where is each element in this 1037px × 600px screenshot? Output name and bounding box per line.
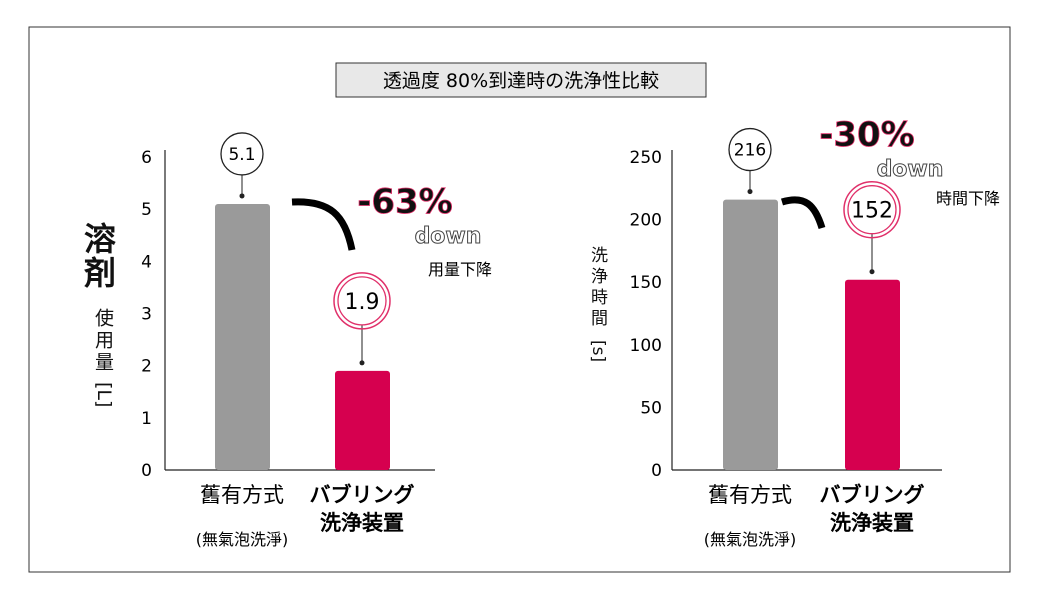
down-arrow [291,198,356,251]
bar-new [335,370,390,470]
value-label: 216 [734,141,766,161]
leader-dot [359,360,365,366]
percent-change: -63% [357,182,453,222]
change-description: 時間下降 [936,189,1000,208]
value-circle [728,127,772,172]
y-tick-label: 4 [141,252,152,272]
y-axis-unit: [s] [588,340,608,363]
y-tick-label: 150 [630,273,662,293]
down-arrow [780,196,826,230]
y-axis-title: 洗浄時間 [587,246,607,330]
category-sublabel: (無氣泡洗淨) [704,530,797,549]
y-tick-label: 6 [141,148,152,168]
y-tick-label: 0 [651,461,662,481]
down-label: down [877,157,944,182]
y-tick-label: 200 [630,211,662,231]
bar-new [845,279,900,470]
value-circle [847,185,897,235]
y-tick-label: 2 [141,357,152,377]
title-box [335,62,707,98]
percent-change: -30% [819,115,915,155]
value-ring-outer [843,180,901,239]
category-sublabel: 洗浄装置 [830,511,914,535]
y-tick-label: 5 [141,200,152,220]
y-axis-title: 溶剤 [79,222,117,290]
category-sublabel: 洗浄装置 [320,511,404,535]
down-label: down [415,224,482,249]
category-label: バブリング [310,483,415,507]
change-description: 用量下降 [428,260,492,279]
category-label: バブリング [820,483,925,507]
y-axis-subtitle: 使用量 [92,308,114,374]
bar-old [215,203,270,470]
leader-dot [747,189,753,195]
y-tick-label: 50 [640,398,662,418]
y-tick-label: 1 [141,409,152,429]
y-axis-unit: [L] [93,382,115,408]
value-circle [337,276,387,326]
value-label: 1.9 [345,290,380,315]
y-tick-label: 100 [630,336,662,356]
chart-title: 透過度 80%到達時の洗浄性比較 [383,70,659,92]
frame [28,26,1011,573]
value-label: 152 [851,199,893,224]
y-tick-label: 0 [141,461,152,481]
value-circle [220,132,264,176]
category-label: 舊有方式 [200,483,284,507]
category-label: 舊有方式 [708,483,792,507]
y-tick-label: 250 [630,148,662,168]
leader-dot [869,269,875,275]
value-ring-outer [333,272,391,330]
value-label: 5.1 [228,145,255,165]
category-sublabel: (無氣泡洗淨) [196,530,289,549]
bar-old [723,199,778,470]
y-tick-label: 3 [141,305,152,325]
leader-dot [239,193,245,199]
